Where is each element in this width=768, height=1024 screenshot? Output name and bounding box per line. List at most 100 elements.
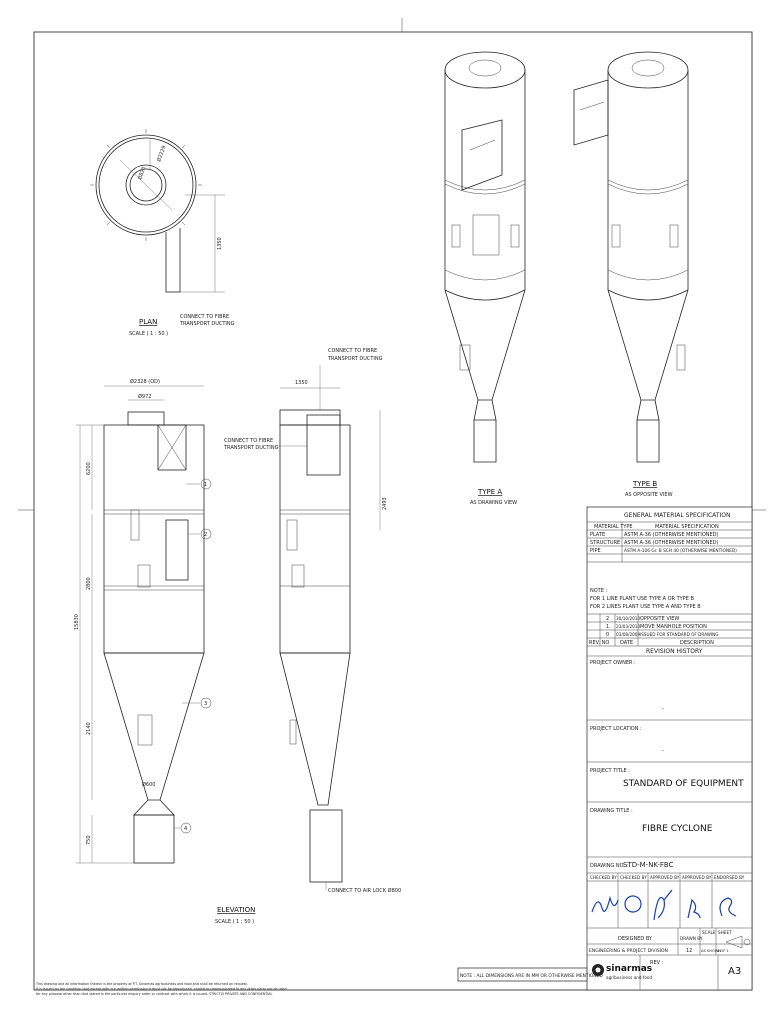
division: ENGINEERING & PROJECT DIVISION — [589, 948, 668, 954]
project-title-label: PROJECT TITLE : — [590, 768, 630, 774]
elev-h4: 750 — [86, 835, 92, 845]
owner-label: PROJECT OWNER : — [590, 660, 636, 666]
owner-value: - — [662, 706, 664, 712]
side-connect-top-1: CONNECT TO FIBRE — [328, 348, 377, 354]
notes-line-1: FOR 1 LINE PLANT USE TYPE A OR TYPE B — [590, 596, 694, 602]
drawing-no-label: DRAWING NO. : — [590, 863, 629, 869]
sheet-value: 1 OF 1 — [717, 949, 729, 953]
rev-row-3-date: 03/08/2009 — [616, 632, 640, 637]
spec-row-2-type: STRUCTURE — [590, 540, 620, 546]
signature-2 — [624, 895, 642, 913]
sign-header-4: APPROVED BY — [682, 875, 712, 880]
side-h-dim: 2493 — [382, 497, 388, 510]
rev-label: REV : — [650, 960, 664, 966]
notes-line-2: FOR 2 LINES PLANT USE TYPE A AND TYPE B — [590, 604, 701, 610]
drawing-no: STD-M-NK-FBC — [623, 861, 674, 869]
rev-row-1-no: 2 — [606, 616, 609, 622]
side-elevation-view: 1350 2493 CONNECT TO FIBRE TRANSPORT DUC… — [223, 348, 401, 894]
spec-header-type: MATERIAL TYPE — [594, 524, 633, 530]
callout-2: 2 — [204, 532, 207, 538]
rev-header-date: DATE — [620, 640, 633, 646]
plan-view: 1350 Ø2229 Ø820 CONNECT TO FIBRE TRANSPO… — [90, 129, 235, 337]
disclaimer-line-2: It is issued on the condition that excep… — [36, 987, 287, 991]
location-value: - — [662, 748, 664, 754]
sign-header-3: APPROVED BY — [650, 875, 680, 880]
bottom-note: NOTE : ALL DIMENSIONS ARE IN MM OR OTHER… — [460, 973, 603, 979]
spec-row-3-type: PIPE — [590, 548, 601, 554]
company-name: sinarmas — [606, 964, 652, 974]
plan-dim-inner: Ø820 — [136, 166, 147, 181]
spec-row-3-spec: ASTM A-106 Gr. B SCH 40 (OTHERWISE MENTI… — [624, 548, 737, 554]
signature-3 — [653, 889, 673, 921]
side-top-dim: 1350 — [295, 380, 308, 386]
plan-scale: SCALE ( 1 : 50 ) — [129, 331, 168, 337]
sign-header-2: CHECKED BY — [620, 875, 647, 880]
rev-row-2-date: 23/03/2010 — [616, 624, 640, 629]
spec-row-2-spec: ASTM A-36 (OTHERWISE MENTIONED) — [624, 540, 719, 546]
callout-1: 1 — [204, 482, 207, 488]
type-b-title: TYPE B — [632, 480, 657, 488]
side-connect-mid-1: CONNECT TO FIBRE — [224, 438, 273, 444]
iso-type-b: TYPE B AS OPPOSITE VIEW — [573, 51, 689, 498]
type-a-sub: AS DRAWING VIEW — [470, 500, 517, 506]
callout-3: 3 — [204, 701, 207, 707]
rev-row-2-desc: MOVE MANHOLE POSITION — [640, 624, 707, 630]
plan-dim-outer: Ø2229 — [155, 145, 167, 163]
company-logo: sinarmas agribusiness and food — [592, 964, 652, 980]
elev-h-total: 15830 — [74, 614, 80, 630]
plan-title: PLAN — [139, 318, 157, 326]
elevation-scale: SCALE ( 1 : 50 ) — [215, 919, 254, 925]
rev-row-3-no: 0 — [606, 632, 609, 638]
elevation-view: 15830 6200 2800 2140 750 Ø2328 (OD) Ø972… — [74, 378, 255, 925]
signature-5 — [719, 897, 737, 917]
side-connect-mid-2: TRANSPORT DUCTING — [223, 445, 279, 451]
spec-row-1-type: PLATE — [590, 532, 605, 538]
iso-type-a: TYPE A AS DRAWING VIEW — [444, 51, 526, 506]
sheet-size: A3 — [728, 966, 741, 977]
signature-1 — [591, 895, 619, 913]
notes-title: NOTE : — [590, 588, 607, 594]
side-connect-top-2: TRANSPORT DUCTING — [327, 356, 383, 362]
company-sub: agribusiness and food — [606, 975, 652, 980]
elev-h2: 2800 — [86, 577, 92, 590]
rev-header-no: REV. NO — [589, 640, 609, 646]
elevation-title: ELEVATION — [217, 906, 255, 914]
signature-4 — [687, 898, 701, 919]
drawing-title: FIBRE CYCLONE — [642, 824, 713, 834]
sheet-label: SHEET — [718, 930, 732, 935]
project-title: STANDARD OF EQUIPMENT — [623, 779, 744, 789]
elev-dia-top: Ø2328 (OD) — [130, 378, 160, 385]
type-b-sub: AS OPPOSITE VIEW — [625, 492, 673, 498]
elev-h3: 2140 — [86, 722, 92, 735]
spec-title: GENERAL MATERIAL SPECIFICATION — [624, 512, 730, 519]
type-a-title: TYPE A — [477, 488, 502, 496]
spec-row-1-spec: ASTM A-36 (OTHERWISE MENTIONED) — [624, 532, 719, 538]
projection-symbol — [725, 935, 751, 949]
elev-dia-pipe: Ø972 — [138, 393, 151, 400]
rev-header-desc: DESCRIPTION — [680, 640, 714, 646]
plan-connect-label-2: TRANSPORT DUCTING — [179, 321, 235, 327]
location-label: PROJECT LOCATION : — [590, 726, 642, 732]
designed-by: DESIGNED BY — [618, 936, 653, 942]
disclaimer-line-1: This drawing and all information therein… — [35, 982, 248, 986]
plan-connect-label-1: CONNECT TO FIBRE — [180, 314, 229, 320]
elev-h1: 6200 — [86, 462, 92, 475]
callout-4: 4 — [184, 826, 187, 832]
drawing-title-label: DRAWING TITLE : — [590, 808, 633, 814]
spec-header-spec: MATERIAL SPECIFICATION — [655, 524, 719, 530]
rev-row-2-no: 1 — [606, 624, 609, 630]
rev-title: REVISION HISTORY — [646, 648, 703, 655]
elev-dia-bottom: Ø600 — [142, 781, 155, 788]
rev-row-3-desc: ISSUED FOR STANDARD OF DRAWING — [640, 632, 719, 637]
sign-header-5: ENDORSED BY — [714, 875, 745, 880]
drawn-by: DRAWN BY — [680, 936, 703, 941]
disclaimer-line-3: for any purpose other than that stated i… — [36, 992, 272, 996]
rev-row-1-desc: OPPOSITE VIEW — [640, 616, 679, 622]
scale-label: SCALE — [702, 930, 716, 935]
rev-row-1-date: 30/10/2010 — [616, 616, 640, 621]
scale-value: AS SHOWN — [701, 949, 721, 953]
title-block: GENERAL MATERIAL SPECIFICATION MATERIAL … — [586, 506, 753, 991]
drawn-code: 12 — [686, 948, 692, 954]
plan-dim-offset: 1350 — [217, 237, 223, 250]
